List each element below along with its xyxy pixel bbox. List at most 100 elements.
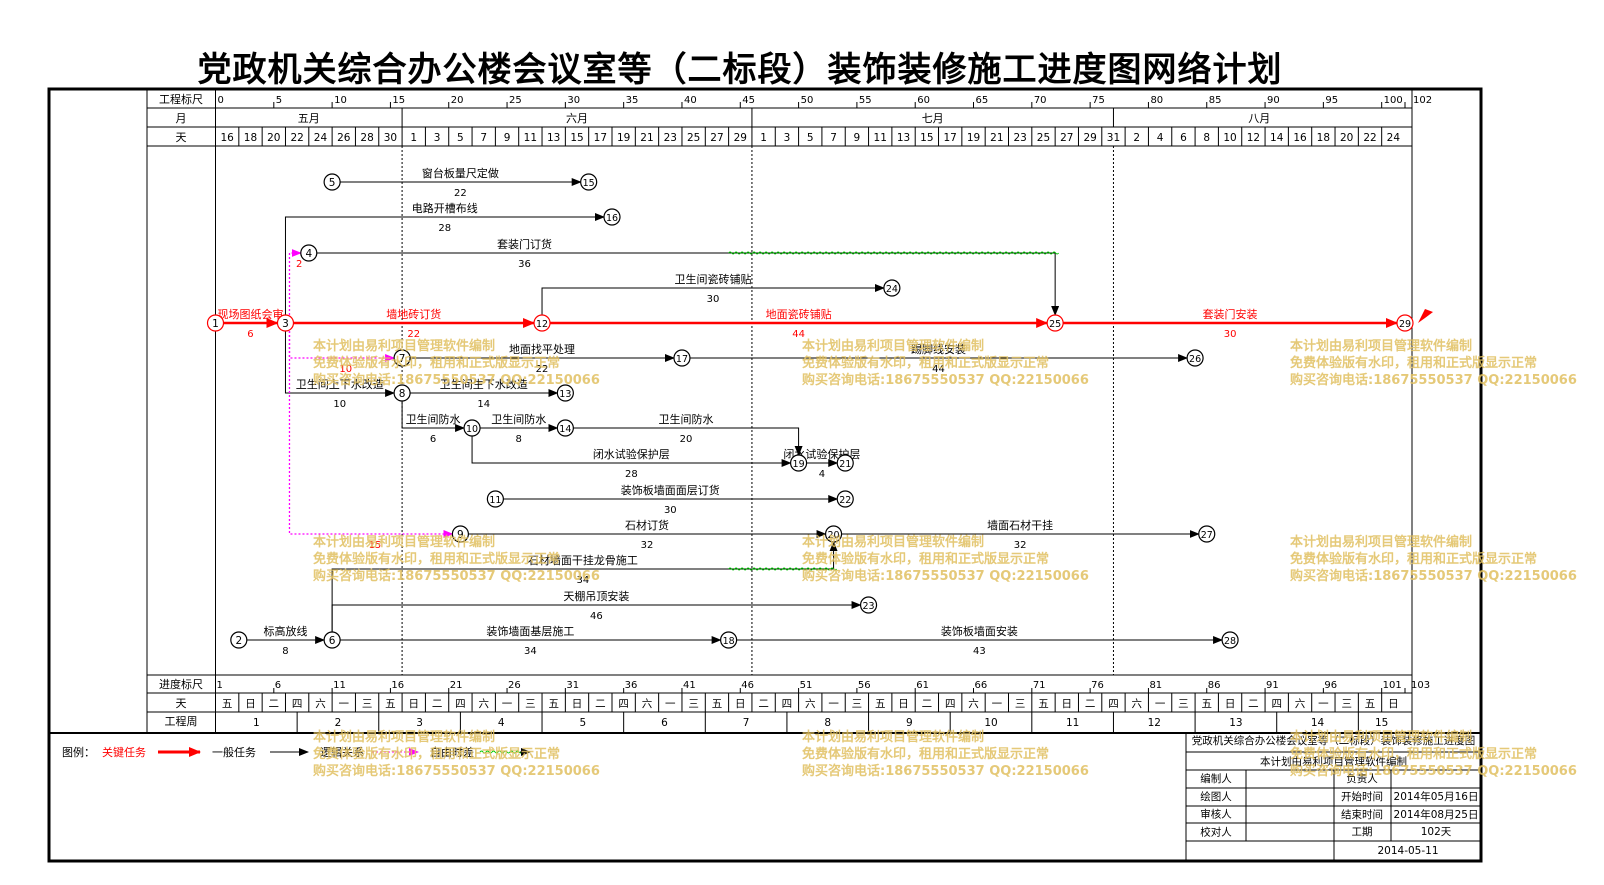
logic-duration: 10 [339, 364, 352, 375]
node-label: 1 [212, 318, 219, 330]
day-cell: 4 [1157, 132, 1164, 144]
info-title: 党政机关综合办公楼会议室等（二标段）装饰装修施工进度图 [1192, 734, 1476, 747]
week-cell: 9 [906, 717, 913, 729]
scale-tick-label: 95 [1325, 95, 1338, 106]
day-cell: 23 [1013, 132, 1026, 144]
task-arrow [541, 284, 885, 315]
end-flag [1418, 309, 1433, 323]
day-cell: 30 [384, 132, 397, 144]
node-label: 28 [1224, 636, 1236, 647]
task-name: 地面瓷砖铺贴 [766, 307, 832, 321]
progress-tick-label: 86 [1208, 680, 1221, 691]
node-24 [883, 279, 901, 297]
task-arrow [284, 213, 605, 315]
day-cell: 28 [360, 132, 373, 144]
node-label: 29 [1399, 319, 1411, 330]
watermark-text: 本计划由易利项目管理软件编制 [313, 534, 495, 550]
info-start-label: 开始时间 [1341, 790, 1383, 803]
node-11 [486, 490, 504, 508]
legend-normal: 一般任务 [212, 746, 256, 759]
task-duration: 30 [707, 294, 720, 305]
node-20 [824, 525, 843, 543]
progress-tick-label: 36 [625, 680, 638, 691]
weekday-cell: 四 [1271, 698, 1282, 710]
chart-title: 党政机关综合办公楼会议室等（二标段）装饰装修施工进度图网络计划 [197, 50, 1283, 90]
scale-tick-label: 5 [276, 95, 282, 106]
node-label: 7 [399, 353, 406, 365]
progress-tick-label: 31 [566, 680, 579, 691]
day-cell: 9 [854, 132, 861, 144]
info-end: 2014年08月25日 [1394, 808, 1479, 821]
info-date: 2014-05-11 [1377, 845, 1438, 857]
progress-tick-label: 81 [1149, 680, 1162, 691]
watermark-text: 购买咨询电话:18675550537 QQ:22150066 [313, 372, 600, 388]
weekday-cell: 五 [385, 698, 396, 710]
task-duration: 30 [1224, 329, 1237, 340]
node-27 [1198, 525, 1216, 543]
task-name: 踢脚线安装 [911, 342, 966, 356]
watermark-text: 本计划由易利项目管理软件编制 [802, 338, 984, 354]
scale-tick-label: 40 [684, 95, 697, 106]
info-start: 2014年05月16日 [1394, 790, 1479, 803]
day-cell: 27 [710, 132, 723, 144]
weekday-cell: 六 [478, 698, 489, 710]
node-label: 6 [329, 635, 336, 647]
progress-tick-label: 76 [1091, 680, 1104, 691]
day-cell: 8 [1203, 132, 1210, 144]
scale-label: 工程标尺 [159, 92, 203, 106]
week-cell: 3 [416, 717, 423, 729]
task-duration: 22 [536, 364, 549, 375]
weekday-cell: 六 [642, 698, 653, 710]
node-3 [276, 314, 295, 332]
scale-tick-label: 90 [1267, 95, 1280, 106]
logic-duration: 2 [296, 259, 302, 270]
node-label: 13 [559, 389, 571, 400]
task-duration: 46 [590, 611, 603, 622]
scale-tick-label: 30 [567, 95, 580, 106]
legend-float-wave [479, 750, 523, 754]
task-name: 装饰板墙面面层订货 [621, 483, 720, 497]
weekday-cell: 二 [1085, 698, 1096, 710]
task-name: 标高放线 [263, 624, 307, 638]
watermark-text: 本计划由易利项目管理软件编制 [1290, 534, 1472, 550]
node-label: 24 [886, 284, 898, 295]
task-name: 卫生间上下水改造 [296, 377, 384, 391]
weekday-cell: 五 [1038, 698, 1049, 710]
day-cell: 16 [220, 132, 234, 144]
scale-tick-label: 50 [801, 95, 814, 106]
task-name: 卫生间防水 [491, 412, 546, 426]
day-cell: 9 [504, 132, 511, 144]
weekday-cell: 四 [618, 698, 629, 710]
day-cell: 12 [1247, 132, 1260, 144]
weekday-cell: 日 [1062, 698, 1073, 710]
weekday-cell: 四 [455, 698, 466, 710]
day-label: 天 [176, 131, 187, 144]
month-label-cell: 六月 [566, 112, 588, 125]
day-cell: 27 [1060, 132, 1073, 144]
info-row-label: 审核人 [1200, 808, 1232, 821]
task-arrow [471, 436, 792, 467]
task-name: 套装门订货 [497, 237, 552, 251]
day-cell: 29 [1083, 132, 1096, 144]
node-label: 8 [399, 388, 406, 400]
watermark-text: 免费体验版有水印，租用和正式版显示正常 [1290, 355, 1537, 371]
week-cell: 11 [1066, 717, 1079, 729]
task-duration: 8 [516, 434, 522, 445]
week-cell: 12 [1148, 717, 1161, 729]
task-duration: 10 [333, 399, 346, 410]
progress-tick-label: 66 [975, 680, 988, 691]
task-name: 石材订货 [625, 518, 669, 532]
week-cell: 15 [1375, 717, 1388, 729]
watermark-text: 购买咨询电话:18675550537 QQ:22150066 [313, 568, 600, 584]
task-duration: 6 [247, 329, 253, 340]
day-cell: 10 [1223, 132, 1236, 144]
weekday-cell: 三 [362, 698, 373, 710]
task-duration: 4 [819, 469, 825, 480]
task-duration: 44 [792, 329, 805, 340]
node-26 [1186, 349, 1204, 367]
progress-tick-label: 96 [1324, 680, 1337, 691]
node-label: 2 [235, 635, 242, 647]
weekday-cell: 日 [1225, 698, 1236, 710]
weekday-cell: 日 [409, 698, 420, 710]
watermark-text: 购买咨询电话:18675550537 QQ:22150066 [313, 763, 600, 779]
